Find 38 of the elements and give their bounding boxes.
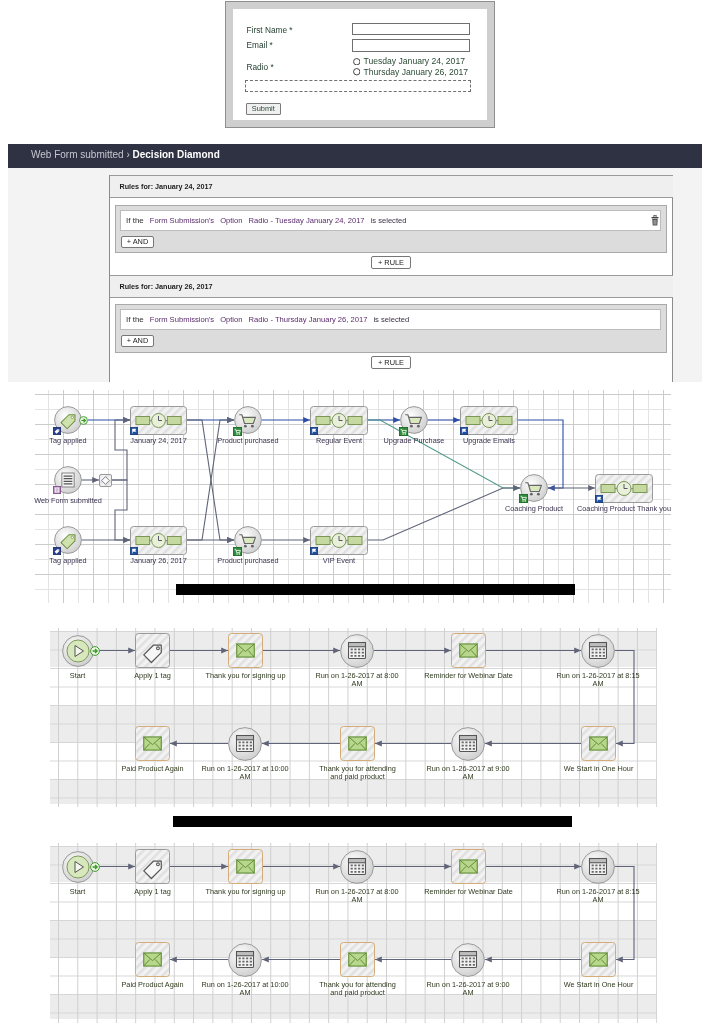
arrow [99,863,136,870]
arrow [169,956,229,963]
arrow [614,865,635,963]
arrow [262,647,341,654]
option-label: Thursday January 26, 2017 [363,66,469,77]
rule-text: If the [126,314,144,325]
arrow [374,740,452,747]
arrow [373,863,452,870]
arrow [81,477,100,483]
arrow [547,485,596,491]
arrow [81,537,131,543]
breadcrumb: Web Form submitted › Decision Diamond [31,149,220,161]
arrow [614,649,635,747]
arrow [262,863,341,870]
field-label: First Name * [246,24,293,35]
arrow [373,647,452,654]
arrow [367,485,521,541]
arrow [261,956,341,963]
arrow [485,647,582,654]
arrow [169,863,229,870]
arrow [485,863,582,870]
arrow [427,417,461,423]
arrow [186,537,235,543]
arrow [261,537,311,543]
arrow [374,956,452,963]
arrow [484,740,582,747]
arrow [169,740,229,747]
arrow [99,647,136,654]
field-label: Email * [246,39,273,50]
arrow [261,417,311,423]
arrow [484,956,582,963]
rule-text: If the [126,215,144,226]
arrow [517,419,564,491]
option-label: Tuesday January 24, 2017 [363,56,465,66]
arrow [169,647,229,654]
arrow [111,417,131,481]
field-label: Radio * [246,62,274,72]
arrow [261,740,341,747]
